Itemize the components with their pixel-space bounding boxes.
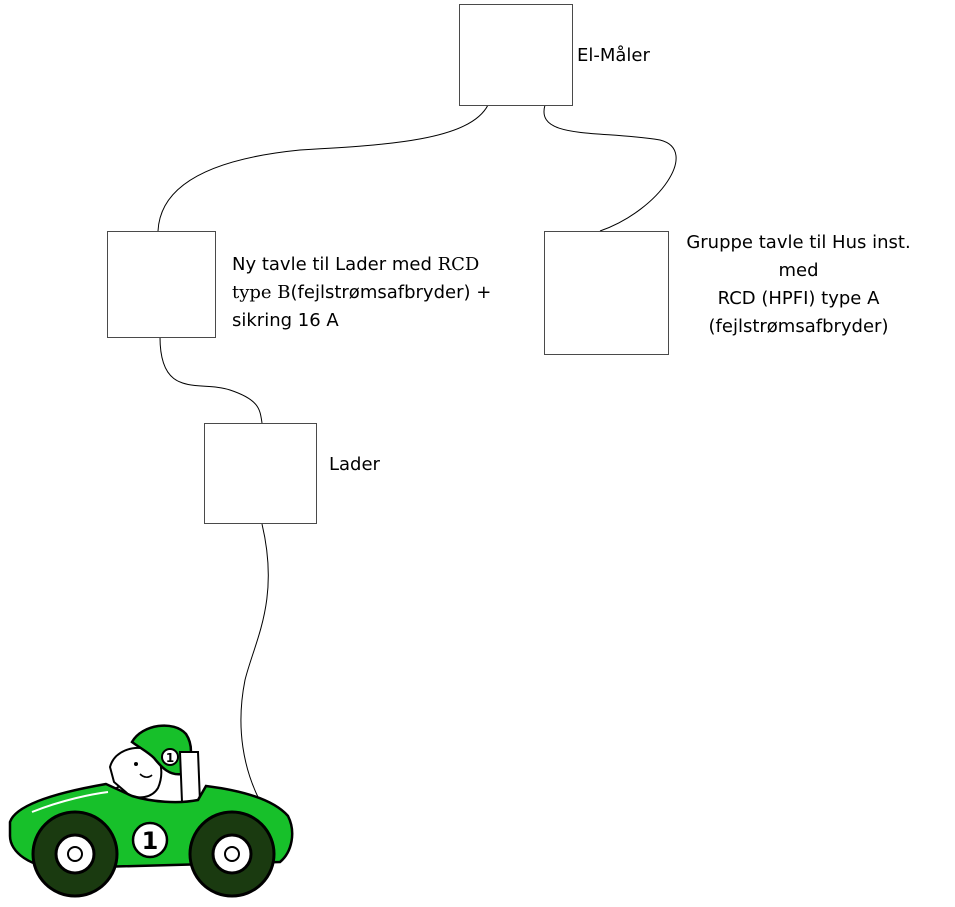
car-number: 1 bbox=[142, 827, 159, 855]
group-panel-line-2: med bbox=[778, 260, 819, 281]
new-panel-line-3: sikring 16 A bbox=[232, 310, 339, 331]
meter-label: El-Måler bbox=[577, 45, 650, 66]
car-number-roundel bbox=[131, 821, 169, 859]
driver-smile bbox=[139, 773, 153, 778]
front-wheel-hub bbox=[224, 846, 240, 862]
meter-box[interactable] bbox=[459, 4, 573, 106]
driver-eye bbox=[134, 762, 138, 766]
race-car-illustration: 1 1 bbox=[8, 724, 294, 898]
rear-wheel-hub bbox=[67, 846, 83, 862]
new-panel-label: Ny tavle til Lader med RCD type B(fejlst… bbox=[232, 251, 491, 335]
group-panel-line-3: RCD (HPFI) type A bbox=[717, 288, 880, 309]
group-panel-label: Gruppe tavle til Hus inst. med RCD (HPFI… bbox=[676, 229, 921, 341]
group-panel-line-4: (fejlstrømsafbryder) bbox=[708, 316, 889, 337]
new-panel-line-1: Ny tavle til Lader med RCD bbox=[232, 254, 480, 275]
wire-new-panel-to-charger bbox=[159, 336, 263, 424]
charger-box[interactable] bbox=[204, 423, 317, 524]
group-panel-box[interactable] bbox=[544, 231, 669, 355]
new-panel-line-2: type B(fejlstrømsafbryder) + bbox=[232, 282, 492, 303]
body-highlight bbox=[31, 791, 109, 813]
helmet-number: 1 bbox=[166, 751, 174, 765]
wire-meter-to-group-panel bbox=[543, 104, 677, 232]
charger-label: Lader bbox=[329, 454, 380, 475]
wire-meter-to-new-panel bbox=[157, 104, 489, 232]
helmet-number-badge bbox=[161, 748, 179, 766]
wire-charger-to-car bbox=[240, 523, 269, 798]
seat-back bbox=[178, 751, 202, 803]
group-panel-line-1: Gruppe tavle til Hus inst. bbox=[686, 232, 911, 253]
new-panel-box[interactable] bbox=[107, 231, 216, 338]
